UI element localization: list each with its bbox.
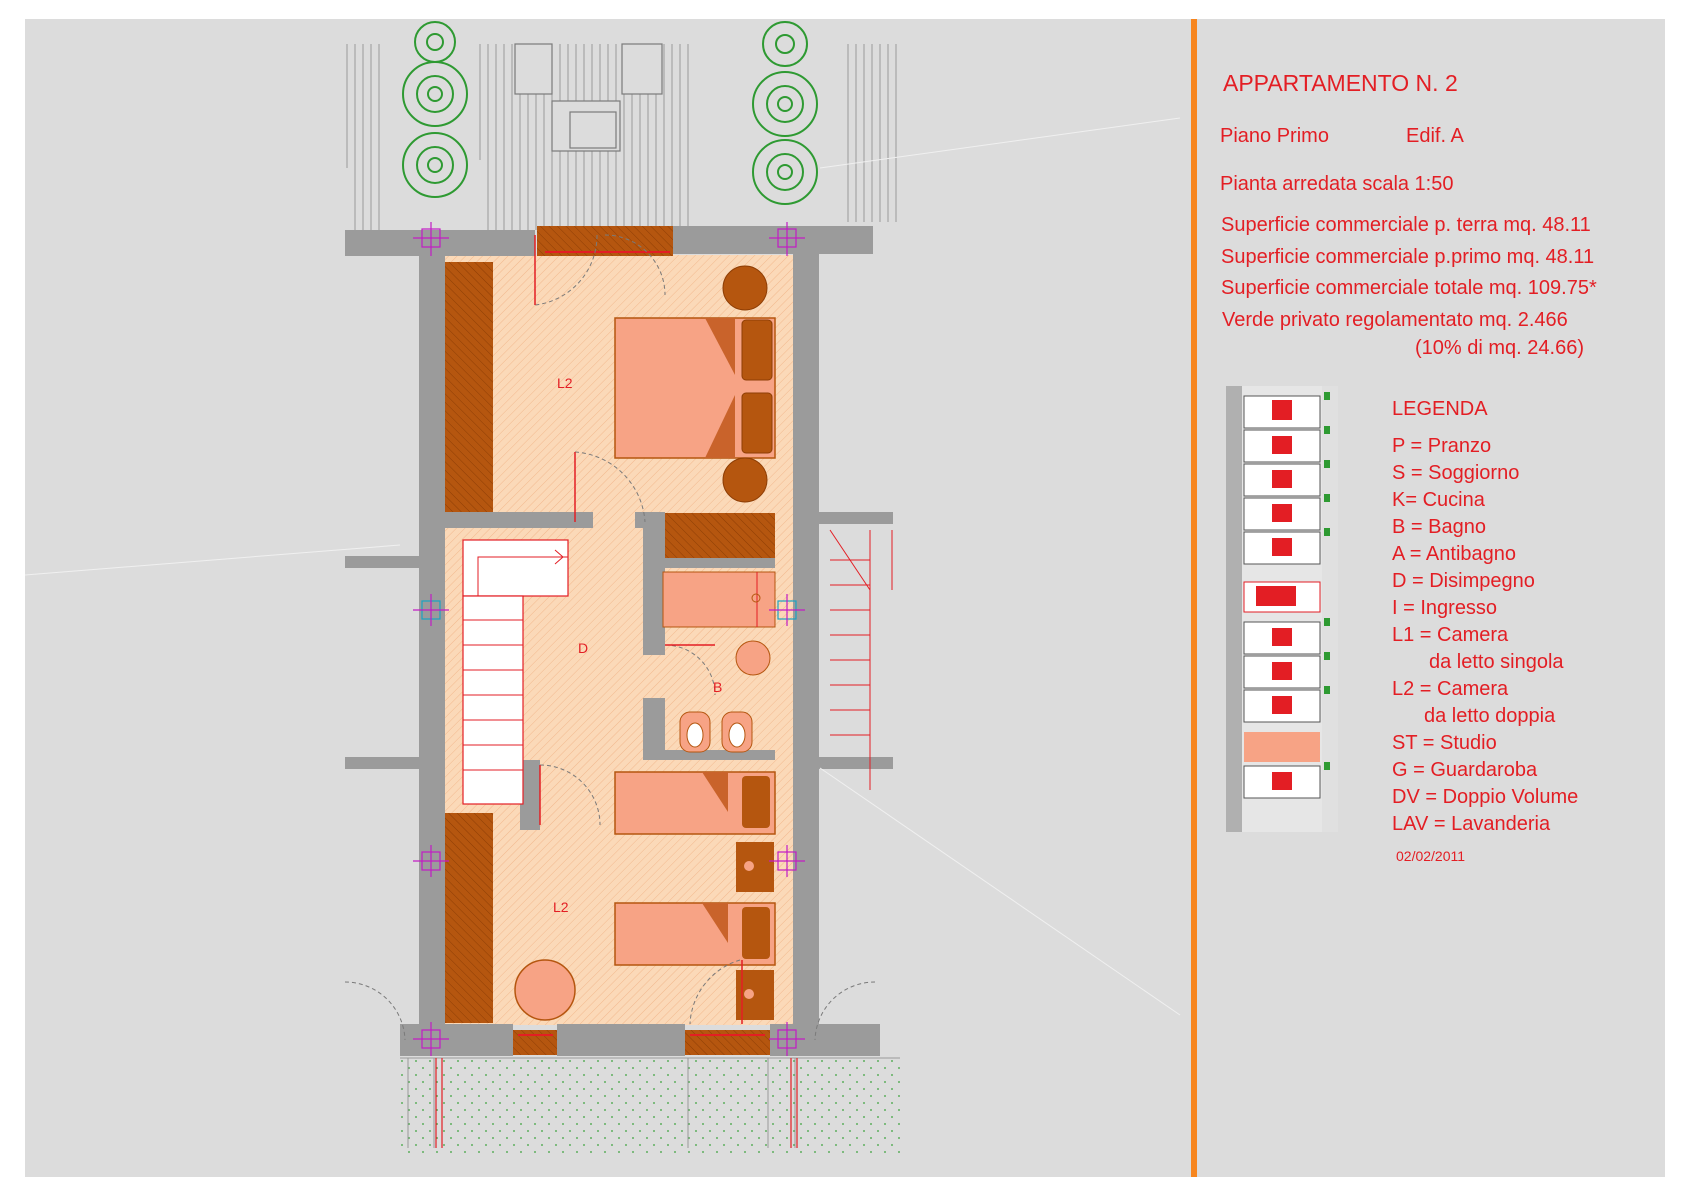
- legend-item: ST = Studio: [1392, 732, 1497, 754]
- outdoor-furniture: [514, 43, 663, 152]
- bottom-garden: [400, 1058, 900, 1158]
- floor-label: Piano Primo: [1220, 125, 1329, 147]
- legend-item: L1 = Camera: [1392, 624, 1509, 646]
- structural-column-markers: [413, 222, 805, 1056]
- legend-item: A = Antibagno: [1392, 543, 1517, 565]
- double-bed-top: [614, 265, 776, 503]
- scale-note: Pianta arredata scala 1:50: [1220, 173, 1454, 195]
- legend-item: S = Soggiorno: [1392, 462, 1520, 484]
- legend-item: B = Bagno: [1392, 516, 1486, 538]
- sheet-divider-line: [1191, 19, 1197, 1177]
- private-green-area: Verde privato regolamentato mq. 2.466: [1222, 309, 1568, 331]
- neighbour-stair: [829, 529, 893, 790]
- legend-item: K= Cucina: [1392, 489, 1485, 511]
- surface-total: Superficie commerciale totale mq. 109.75…: [1221, 277, 1597, 299]
- legend-list: P = Pranzo S = Soggiorno K= Cucina B = B…: [1392, 433, 1578, 838]
- bathroom-fixtures: [662, 571, 776, 753]
- surface-ground-floor: Superficie commerciale p. terra mq. 48.1…: [1221, 214, 1591, 236]
- drawing-date: 02/02/2011: [1396, 848, 1466, 864]
- legend-item: L2 = Camera: [1392, 678, 1509, 700]
- room-label-b: B: [713, 679, 722, 695]
- staircase: [462, 539, 569, 805]
- window-bottom-left: [513, 1030, 557, 1055]
- legend-item: P = Pranzo: [1392, 435, 1492, 457]
- legend-title: LEGENDA: [1392, 398, 1488, 420]
- room-label-d: D: [578, 640, 588, 656]
- surface-first-floor: Superficie commerciale p.primo mq. 48.11: [1221, 246, 1595, 268]
- legend-item: LAV = Lavanderia: [1392, 813, 1551, 835]
- private-green-note: (10% di mq. 24.66): [1415, 337, 1584, 359]
- legend-item: da letto doppia: [1424, 705, 1556, 727]
- legend-item: da letto singola: [1429, 651, 1564, 673]
- building-label: Edif. A: [1406, 125, 1464, 147]
- legend-item: G = Guardaroba: [1392, 759, 1538, 781]
- legend-item: DV = Doppio Volume: [1392, 786, 1579, 808]
- drawing-sheet: [25, 19, 1665, 1177]
- wardrobe-top-left: [445, 262, 493, 512]
- door-leaves: [534, 235, 743, 1024]
- legend-item: D = Disimpegno: [1392, 570, 1535, 592]
- apartment-title: APPARTAMENTO N. 2: [1223, 70, 1458, 96]
- legend-item: I = Ingresso: [1392, 597, 1498, 619]
- door-swings: [344, 234, 876, 1041]
- single-bed-middle: [614, 771, 776, 892]
- room-label-l2-bottom: L2: [553, 899, 569, 915]
- single-bed-bottom: [514, 902, 776, 1021]
- wardrobe-bottom-left: [445, 813, 493, 1023]
- shrub-icons: [402, 21, 818, 205]
- window-bottom-right: [685, 1030, 770, 1055]
- wardrobe-top-right: [665, 513, 775, 558]
- room-label-l2-top: L2: [557, 375, 573, 391]
- site-key-plan: [1226, 386, 1338, 832]
